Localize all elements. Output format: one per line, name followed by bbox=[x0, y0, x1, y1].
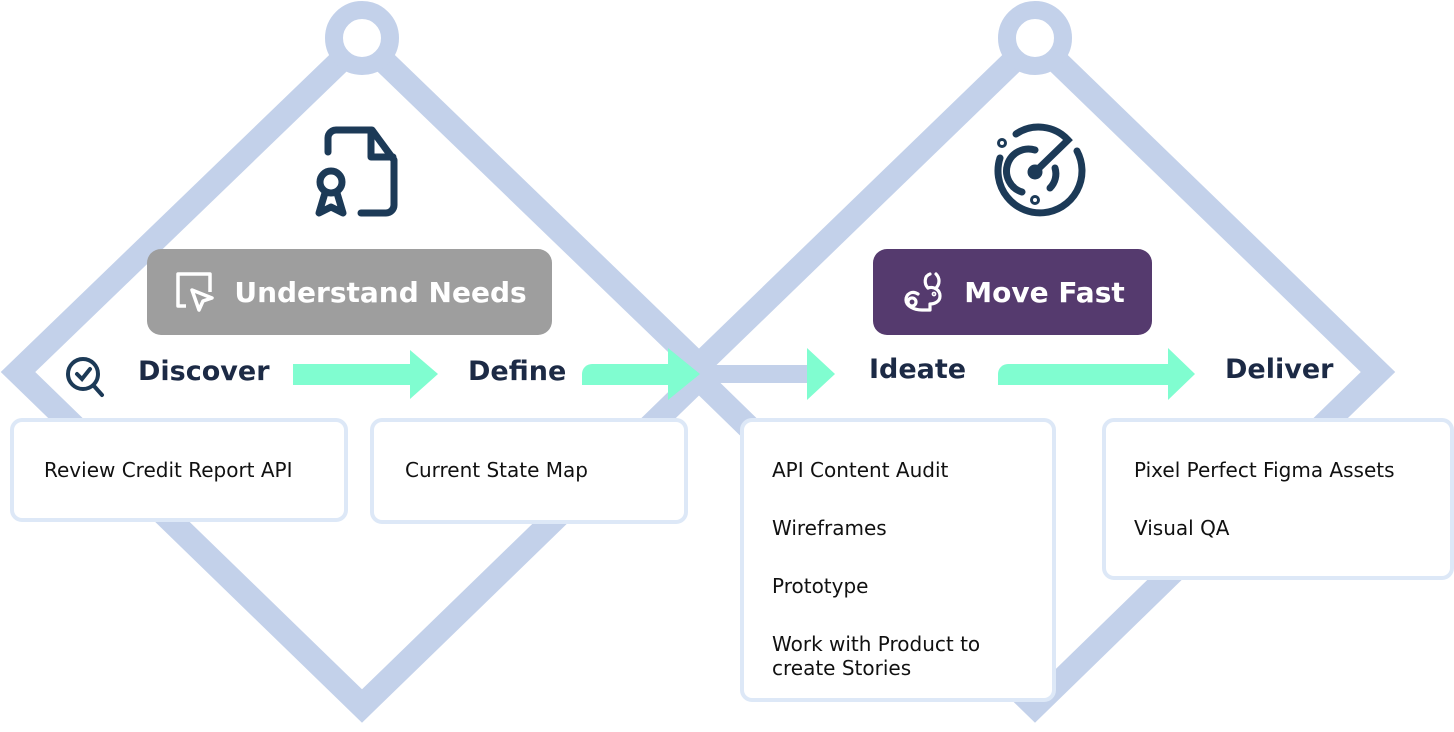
arrow-ideate-deliver bbox=[998, 348, 1195, 400]
phase-ideate: Ideate bbox=[869, 354, 967, 385]
right-diamond bbox=[674, 23, 1396, 723]
move-fast-badge: Move Fast bbox=[873, 249, 1152, 335]
phase-define: Define bbox=[468, 356, 567, 387]
certificate-document-icon bbox=[315, 126, 398, 217]
list-item: Review Credit Report API bbox=[44, 458, 293, 482]
left-diamond bbox=[0, 23, 724, 723]
list-item: Prototype bbox=[772, 574, 869, 598]
search-check-icon bbox=[66, 357, 104, 397]
list-item: Wireframes bbox=[772, 516, 887, 540]
define-card: Current State Map bbox=[370, 418, 688, 524]
radar-icon bbox=[994, 123, 1086, 217]
list-item: Work with Product to create Stories bbox=[772, 632, 981, 680]
arrow-define-ideate bbox=[582, 348, 835, 400]
arrow-discover-define bbox=[293, 350, 438, 399]
list-item: Current State Map bbox=[405, 458, 588, 482]
deliver-card: Pixel Perfect Figma Assets Visual QA bbox=[1102, 418, 1454, 580]
right-hanger-ring bbox=[998, 1, 1072, 75]
rabbit-icon bbox=[904, 272, 942, 312]
list-item: Pixel Perfect Figma Assets bbox=[1134, 458, 1395, 482]
phase-deliver: Deliver bbox=[1225, 354, 1334, 385]
understand-needs-label: Understand Needs bbox=[234, 275, 527, 309]
cursor-in-square-icon bbox=[176, 272, 215, 312]
ideate-card: API Content Audit Wireframes Prototype W… bbox=[740, 418, 1056, 702]
list-item: Visual QA bbox=[1134, 516, 1230, 540]
understand-needs-badge: Understand Needs bbox=[147, 249, 552, 335]
discover-card: Review Credit Report API bbox=[10, 418, 348, 522]
left-hanger-ring bbox=[325, 1, 399, 75]
phase-discover: Discover bbox=[138, 356, 270, 387]
list-item: API Content Audit bbox=[772, 458, 949, 482]
move-fast-label: Move Fast bbox=[964, 275, 1125, 309]
